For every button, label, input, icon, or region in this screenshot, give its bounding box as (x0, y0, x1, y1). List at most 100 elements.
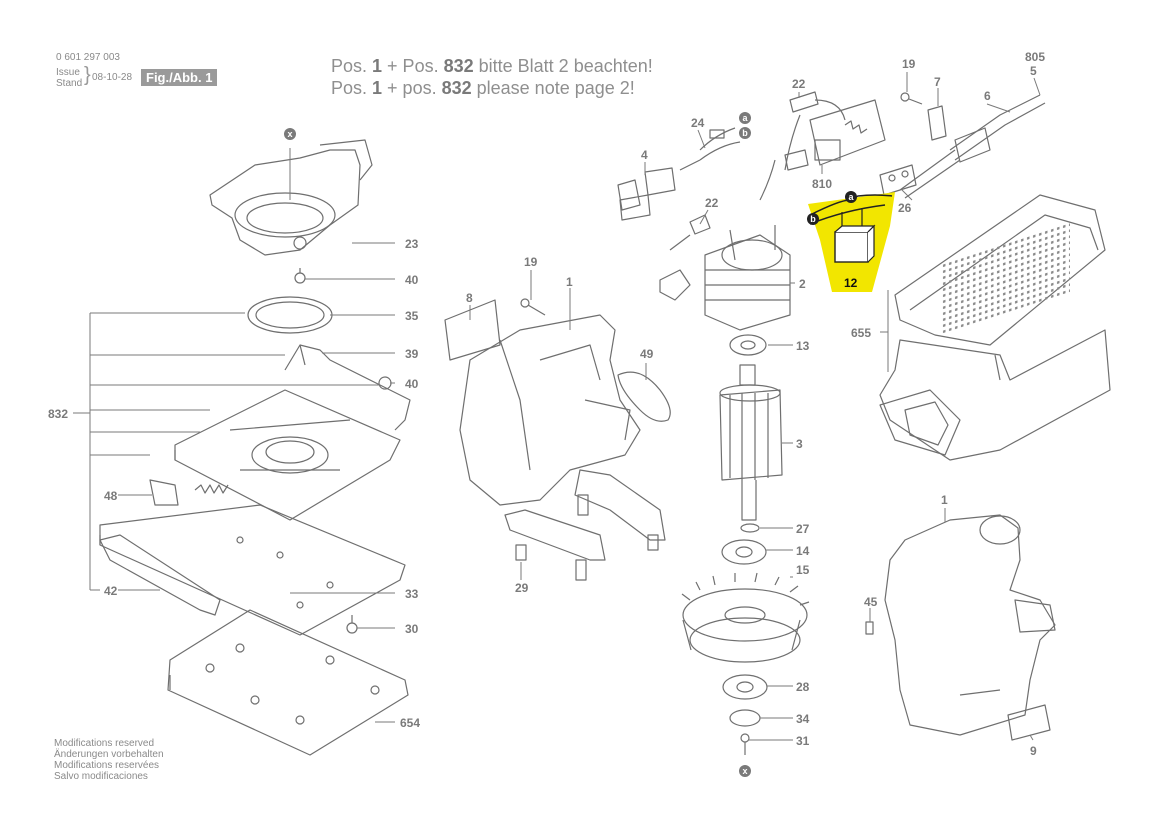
label-23: 23 (405, 237, 419, 251)
label-part-9 (1007, 704, 1051, 741)
footer-line-es: Salvo modificaciones (54, 771, 148, 782)
armature-part-3 (719, 364, 783, 521)
document-number: 0 601 297 003 (56, 52, 120, 63)
callout-x-top-label: x (287, 129, 292, 139)
note-english: Pos. 1 + pos. 832 please note page 2! (331, 77, 635, 99)
eccentric-part-34 (729, 709, 761, 727)
screw-part-40-top (294, 268, 306, 284)
cable-part-24 (679, 127, 741, 171)
label-1-center: 1 (566, 275, 573, 289)
label-15: 15 (796, 563, 810, 577)
label-40-a: 40 (405, 273, 419, 287)
label-7: 7 (934, 75, 941, 89)
dust-cover-part-23 (209, 139, 373, 256)
modifications-notice: Modifications reserved Änderungen vorbeh… (54, 738, 164, 782)
electronics-board-part-810 (784, 99, 886, 171)
lever-part-29 (504, 469, 666, 581)
label-19-top: 19 (902, 57, 916, 71)
callout-x-bottom (739, 765, 751, 777)
label-49: 49 (640, 347, 654, 361)
note-en-mid: + pos. (382, 78, 442, 98)
label-26: 26 (898, 201, 912, 215)
screw-part-19-center (520, 298, 546, 316)
callout-x-bottom-label: x (742, 766, 747, 776)
label-33: 33 (405, 587, 419, 601)
label-27: 27 (796, 522, 810, 536)
screw-part-30 (346, 615, 358, 634)
label-35: 35 (405, 309, 419, 323)
callout-b-right-label: b (810, 214, 816, 224)
issue-label: Issue (56, 67, 80, 78)
pad-holder-plate (174, 376, 401, 521)
label-14: 14 (796, 544, 810, 558)
ring-part-35 (247, 296, 333, 334)
callout-a-right (845, 191, 857, 203)
label-42: 42 (104, 584, 118, 598)
brace: } (84, 64, 91, 86)
callout-a-left (739, 112, 751, 124)
note-en-pos832: 832 (441, 78, 472, 98)
label-29: 29 (515, 581, 529, 595)
note-de-pos832: 832 (443, 56, 474, 76)
callout-b-left-label: b (742, 128, 748, 138)
bearing-part-28 (722, 674, 768, 700)
cable-part-5-6 (899, 94, 1046, 199)
label-6: 6 (984, 89, 991, 103)
fan-part-15 (681, 572, 810, 663)
issue-date: 08-10-28 (92, 72, 133, 83)
part-number-labels: 23 40 35 39 40 832 48 42 33 30 654 19 8 … (48, 50, 1045, 758)
screw-part-31 (740, 733, 750, 755)
pin-part-45 (865, 621, 874, 635)
belt-part-49 (617, 371, 671, 422)
note-de-pos1: 1 (372, 56, 383, 76)
spring-part-48 (149, 479, 229, 506)
dust-box-part-655 (879, 194, 1111, 461)
stator-part-2 (704, 159, 791, 331)
terminal-part-26 (879, 164, 917, 196)
label-8: 8 (466, 291, 473, 305)
callout-b-left (739, 127, 751, 139)
note-en-pre: Pos. (331, 78, 373, 98)
figure-label: Fig./Abb. 1 (141, 69, 218, 86)
label-655: 655 (851, 326, 871, 340)
note-en-post: please note page 2! (471, 78, 635, 98)
label-34: 34 (796, 712, 810, 726)
leader-lines (73, 72, 1041, 741)
label-2: 2 (799, 277, 806, 291)
note-german: Pos. 1 + Pos. 832 bitte Blatt 2 beachten… (331, 55, 653, 77)
clip-part-27 (740, 523, 760, 533)
callout-x-top (284, 128, 296, 140)
label-12-highlighted: 12 (844, 276, 858, 290)
note-en-pos1: 1 (372, 78, 383, 98)
housing-part-1-open (459, 314, 641, 506)
label-13: 13 (796, 339, 810, 353)
callout-a-left-label: a (742, 113, 748, 123)
footer-line-en: Modifications reserved (54, 738, 155, 749)
label-45: 45 (864, 595, 878, 609)
label-1-right: 1 (941, 493, 948, 507)
base-plate-part-33 (99, 504, 406, 636)
callout-markers (284, 112, 857, 777)
label-3: 3 (796, 437, 803, 451)
label-9: 9 (1030, 744, 1037, 758)
callout-b-right (807, 213, 819, 225)
label-4: 4 (641, 148, 648, 162)
capacitor-part-22-top (784, 91, 846, 171)
dust-box-perforation (940, 222, 1070, 335)
cable-clamp-part-7 (927, 105, 947, 141)
footer-line-de: Änderungen vorbehalten (54, 749, 164, 760)
note-de-mid: + Pos. (382, 56, 444, 76)
label-48: 48 (104, 489, 118, 503)
stand-label: Stand (56, 78, 83, 89)
label-22-top: 22 (792, 77, 806, 91)
label-31: 31 (796, 734, 810, 748)
label-24: 24 (691, 116, 705, 130)
label-805: 805 (1025, 50, 1045, 64)
label-40-b: 40 (405, 377, 419, 391)
note-de-post: bitte Blatt 2 beachten! (473, 56, 653, 76)
housing-part-1-closed (884, 514, 1056, 736)
label-810: 810 (812, 177, 832, 191)
spring-clip-part-39 (284, 344, 411, 431)
capacitor-part-22-left (659, 214, 711, 301)
